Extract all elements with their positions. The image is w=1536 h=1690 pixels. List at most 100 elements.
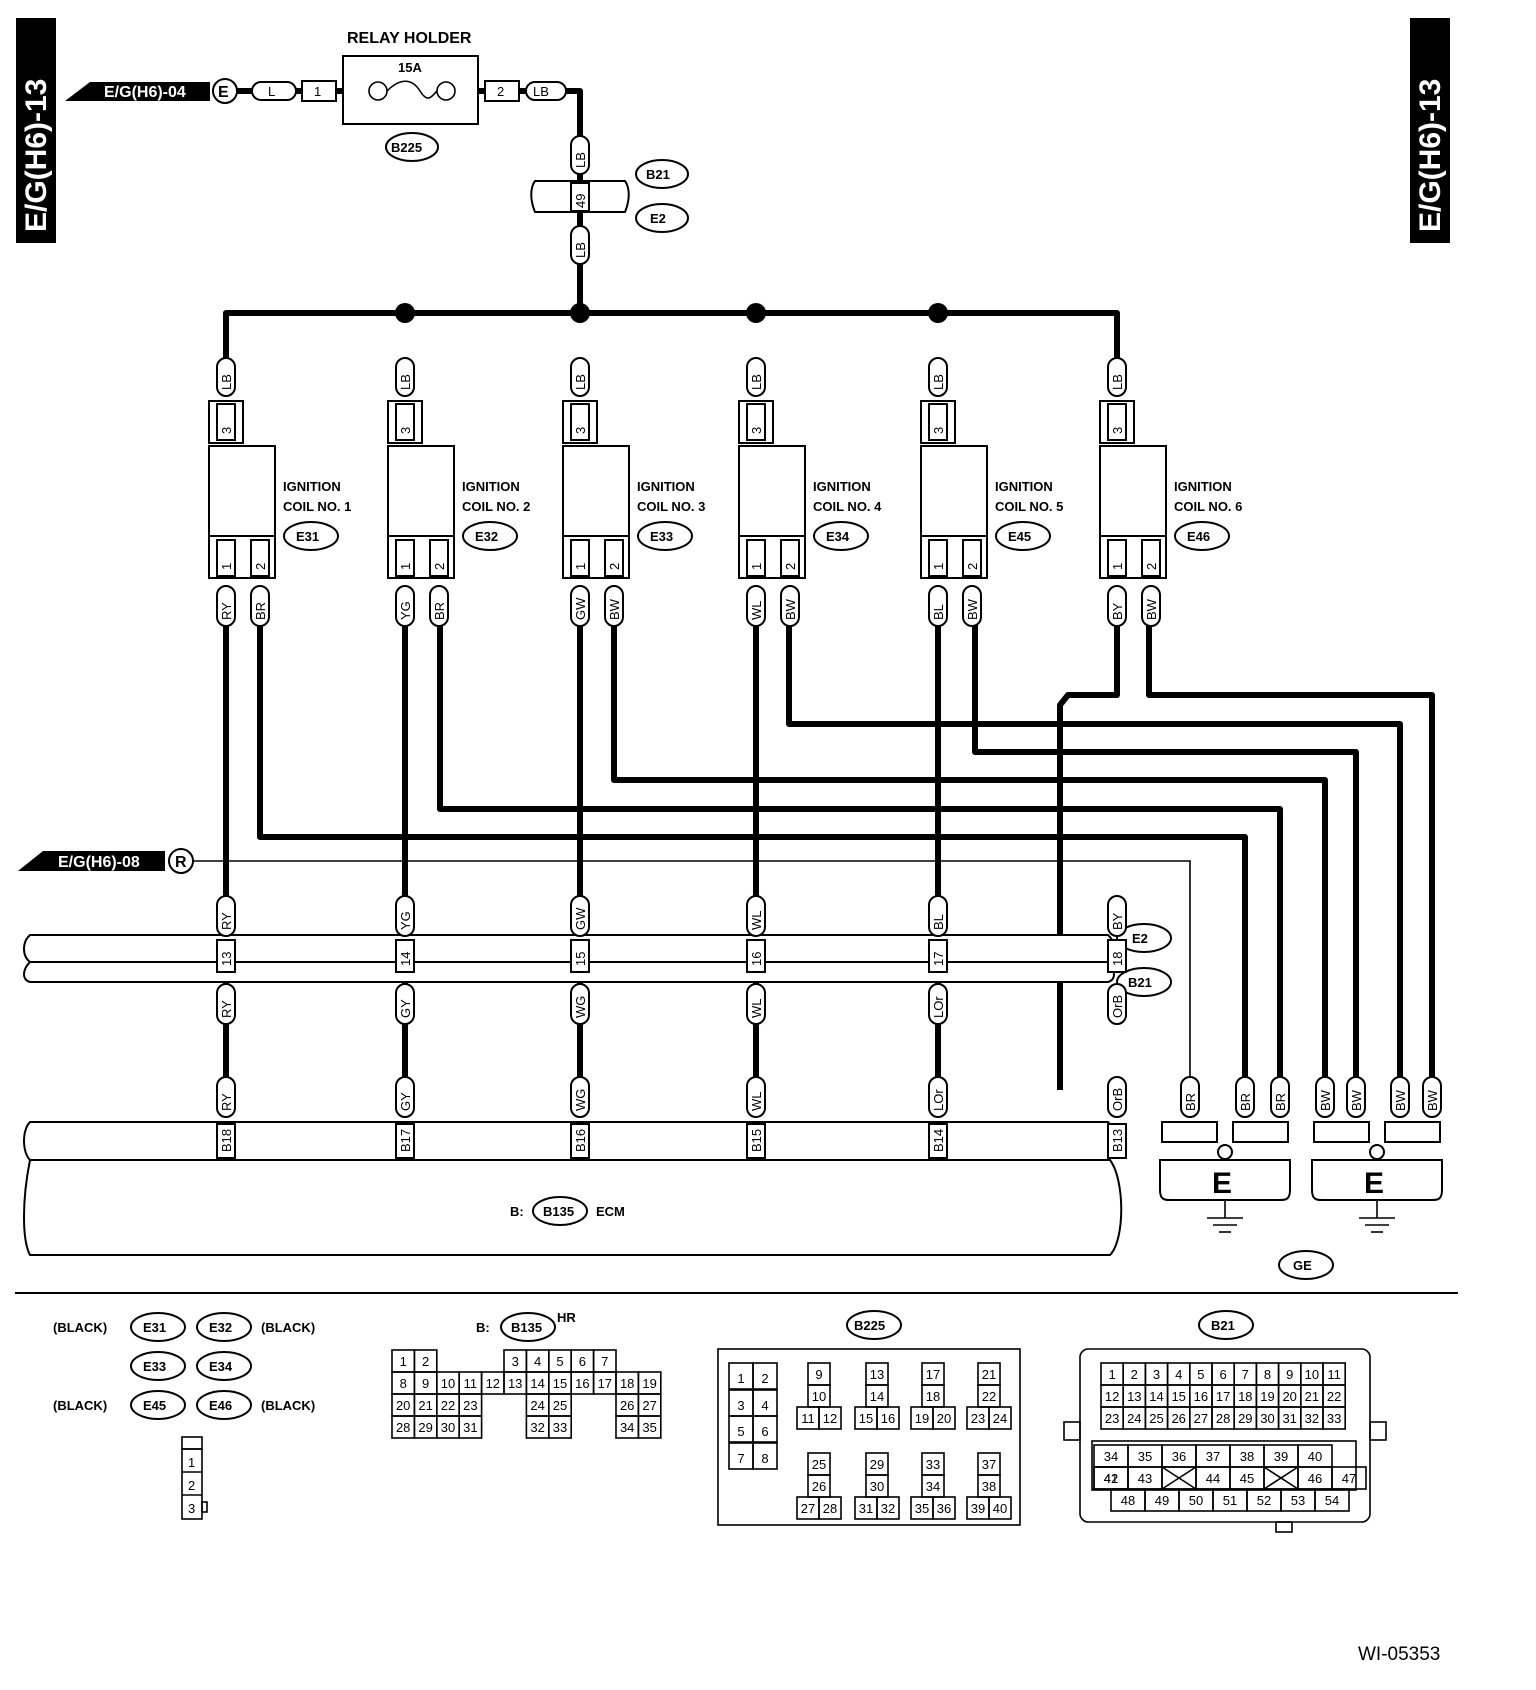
mid-col-6-lower: OrB (1110, 995, 1125, 1018)
coil-4-pin2: 2 (783, 563, 798, 570)
legend-b225-pin-30: 30 (870, 1479, 884, 1494)
coil-4-in-wire-shape (746, 357, 766, 397)
mid-connector: E2 B21 RY13RYYG14GYGW15WGWL16WLBL17LOrBY… (23, 895, 1172, 1025)
coil-4-body (738, 445, 806, 537)
junction-connector-bottom: E2 (650, 211, 666, 226)
legend-coil-oval-5 (130, 1390, 186, 1420)
coil-2-code-oval (462, 521, 518, 551)
ecm-col-2-pin: B17 (398, 1129, 413, 1152)
legend-b21-pin-44: 44 (1206, 1471, 1220, 1486)
ecm-code: B135 (543, 1204, 574, 1219)
legend-b225-pin-26: 26 (812, 1479, 826, 1494)
ecm-col-6-wire-shape (1107, 1076, 1127, 1118)
ecm-col-5-pin-shape (928, 1123, 948, 1159)
legend-b135-pin-29: 29 (418, 1420, 432, 1435)
coil-5-code: E45 (1008, 529, 1031, 544)
legend-b21-cell-54 (1314, 1488, 1350, 1512)
ground-left-wire-2: BR (1238, 1093, 1253, 1111)
legend-coil-oval-4 (196, 1351, 252, 1381)
coil-5-in-wire: LB (931, 374, 946, 390)
coil-3-wire2: BW (607, 598, 622, 620)
legend-b135-pin-22: 22 (441, 1398, 455, 1413)
legend-b21-pin-33: 33 (1327, 1411, 1341, 1426)
ecm-col-1-pin: B18 (219, 1129, 234, 1152)
relay-input-pin: 1 (314, 84, 321, 99)
coil-1-in-wire: LB (219, 374, 234, 390)
coil-5-in-wire-shape (928, 357, 948, 397)
coil-3-in-wire: LB (573, 374, 588, 390)
ecm-col-1-wire-shape (216, 1076, 236, 1118)
legend-coil-pin-1: 1 (188, 1455, 195, 1470)
legend-b21-pin-19: 19 (1260, 1389, 1274, 1404)
coil-5-pin1: 1 (931, 563, 946, 570)
legend-b225-pin-21: 21 (982, 1367, 996, 1382)
mid-col-5-pin: 17 (931, 952, 946, 966)
ground-right-wire-2: BW (1349, 1089, 1364, 1111)
mid-col-4-upper-shape (746, 895, 766, 937)
mid-col-6-upper-shape (1107, 895, 1127, 937)
legend-b135-pin-8: 8 (400, 1376, 407, 1391)
legend-b225-pin-16: 16 (881, 1411, 895, 1426)
side-tab-left: E/G(H6)-13 (16, 18, 56, 243)
coil-5-wire2-shape (962, 585, 982, 627)
ecm-col-6-wire: OrB (1110, 1088, 1125, 1111)
coil-3-body (562, 445, 630, 537)
ground-mark-right: E (1364, 1167, 1384, 1200)
legend-b21-pin-35: 35 (1138, 1449, 1152, 1464)
coil-3-in-wire-shape (570, 357, 590, 397)
coil-5-in-pin-shape (928, 403, 948, 441)
legend-b21-pin-10: 10 (1305, 1367, 1319, 1382)
coil-6-in-wire: LB (1110, 374, 1125, 390)
legend-b225-pin-11: 11 (801, 1411, 815, 1426)
mid-col-3-upper: GW (573, 907, 588, 930)
coil-6-in-pin-shape (1107, 403, 1127, 441)
ecm-col-2-wire: GY (398, 1092, 413, 1111)
coil-2-pin1-shape (395, 539, 415, 577)
shield-reference: E/G(H6)-08 R (18, 848, 1191, 1090)
legend-black-4: (BLACK) (261, 1398, 315, 1413)
relay-title: RELAY HOLDER (347, 30, 472, 47)
coil-4-wire1-shape (746, 585, 766, 627)
legend-b135-cell-35 (637, 1415, 662, 1439)
legend-b21-pin-17: 17 (1216, 1389, 1230, 1404)
coil-5-code-oval (995, 521, 1051, 551)
legend-b21-pin-24: 24 (1127, 1411, 1141, 1426)
coil-5-wire2: BW (965, 598, 980, 620)
ecm-col-4-pin: B15 (749, 1129, 764, 1152)
coil-1-in-pin: 3 (219, 427, 234, 434)
legend-b225-pin-27: 27 (801, 1501, 815, 1516)
coil-6-pin2: 2 (1144, 563, 1159, 570)
coil-4-code: E34 (826, 529, 850, 544)
ecm-col-2-wire-shape (395, 1076, 415, 1118)
legend-b135-pin-14: 14 (530, 1376, 544, 1391)
coil-5-label1: IGNITION (995, 479, 1053, 494)
legend-b21-blank-1 (1161, 1466, 1197, 1490)
legend-b21-pin-50: 50 (1189, 1493, 1203, 1508)
legend-b135-suffix: HR (557, 1310, 576, 1325)
legend-b225-pin-38: 38 (982, 1479, 996, 1494)
legend-b21-pin-53: 53 (1291, 1493, 1305, 1508)
coil-6-in-wire-shape (1107, 357, 1127, 397)
shield-ref-label: E/G(H6)-08 (58, 854, 140, 871)
legend-b225-pin-8: 8 (761, 1451, 768, 1466)
coil-3-wire1-shape (570, 585, 590, 627)
ground-left-wire-1: BR (1183, 1093, 1198, 1111)
legend-coil-code-5: E45 (143, 1398, 166, 1413)
coil-2-pin2-shape (429, 539, 449, 577)
coil-2-in-wire: LB (398, 374, 413, 390)
legend-b225-pin-32: 32 (881, 1501, 895, 1516)
coil-6-code-oval (1174, 521, 1230, 551)
legend-coil-code-3: E33 (143, 1359, 166, 1374)
legend-b21-pin-7: 7 (1242, 1367, 1249, 1382)
mid-col-2-upper-shape (395, 895, 415, 937)
legend-b21-pin-45: 45 (1240, 1471, 1254, 1486)
legend-black-3: (BLACK) (53, 1398, 107, 1413)
ecm-col-3-pin: B16 (573, 1129, 588, 1152)
mid-col-3-lower-shape (570, 983, 590, 1025)
